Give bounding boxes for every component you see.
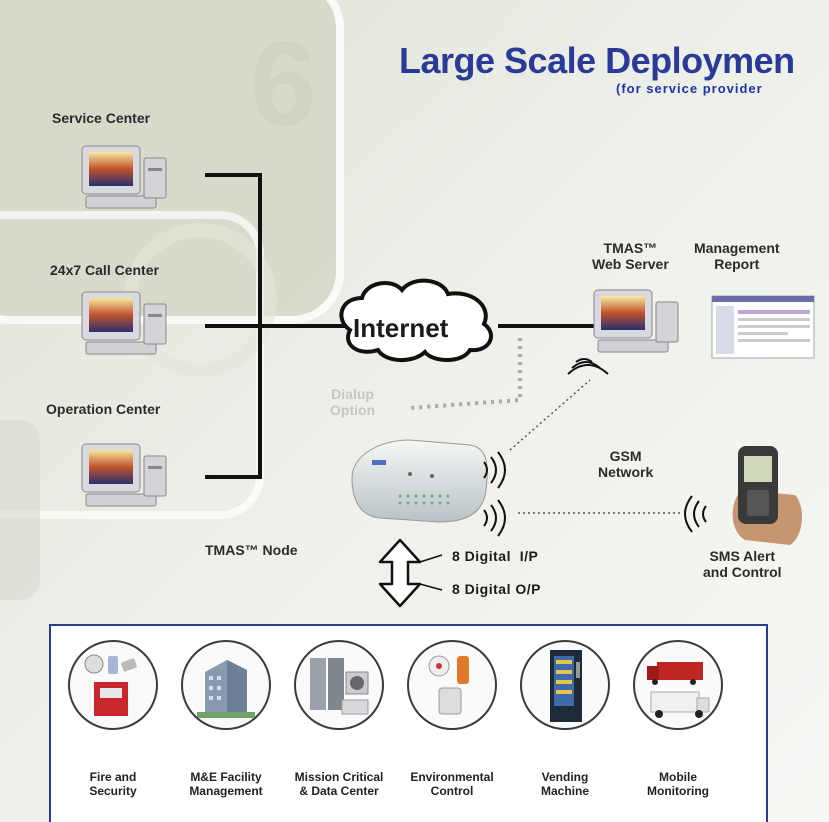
category-mobile-monitoring: Mobile Monitoring [623, 640, 733, 798]
server-computer-icon [593, 289, 679, 353]
wireless-signal-icon [483, 358, 707, 537]
category-label: Fire and Security [89, 770, 137, 798]
report-icon [711, 295, 815, 359]
page-subtitle: (for service provider [616, 81, 763, 96]
tmas-node-device-icon [351, 439, 488, 523]
bidirectional-arrow-icon [378, 538, 422, 608]
sms-alert-label: SMS Alert and Control [703, 548, 782, 580]
category-environmental: Environmental Control [397, 640, 507, 798]
category-label: Vending Machine [540, 770, 589, 798]
server-rack-icon [310, 658, 369, 715]
call-center-label: 24x7 Call Center [50, 262, 159, 278]
page-title: Large Scale Deploymen [399, 40, 795, 81]
service-center-label: Service Center [52, 110, 151, 126]
management-report-label: Management Report [694, 240, 780, 272]
category-data-center: Mission Critical & Data Center [284, 640, 394, 798]
tmas-node-label: TMAS™ Node [205, 542, 298, 558]
network-links [205, 173, 680, 514]
operation-center-label: Operation Center [46, 401, 161, 417]
computer-icon-operation [81, 443, 167, 507]
sensor-icon [428, 655, 469, 715]
gsm-network-label: GSM Network [598, 448, 654, 480]
computer-icon-call [81, 291, 167, 355]
building-icon [197, 660, 255, 718]
svg-text:6: 6 [250, 17, 317, 151]
category-label: M&E Facility Management [189, 770, 263, 798]
dialup-option-label: Dialup Option [330, 386, 376, 418]
category-vending: Vending Machine [510, 640, 620, 798]
category-label: Mission Critical & Data Center [294, 770, 384, 798]
category-facility-management: M&E Facility Management [171, 640, 281, 798]
digital-input-label: 8 Digital I/P [452, 548, 539, 564]
category-fire-security: Fire and Security [58, 640, 168, 798]
category-label: Mobile Monitoring [647, 770, 709, 798]
truck-icon [647, 662, 710, 718]
internet-label: Internet [353, 313, 449, 343]
web-server-label: TMAS™ Web Server [592, 240, 669, 272]
digital-output-label: 8 Digital O/P [452, 581, 541, 597]
fire-security-icon [84, 654, 137, 716]
vending-machine-icon [550, 650, 582, 722]
computer-icon-service [81, 145, 167, 209]
mobile-phone-icon [732, 446, 802, 545]
category-label: Environmental Control [410, 770, 494, 798]
cloud-icon [339, 278, 493, 362]
